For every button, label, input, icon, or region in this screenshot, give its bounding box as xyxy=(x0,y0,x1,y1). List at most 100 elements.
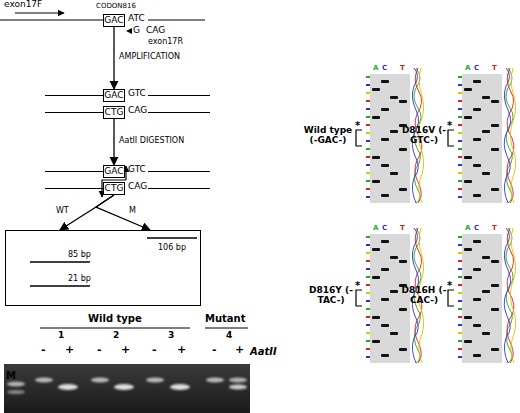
dna-strand xyxy=(45,188,103,189)
dna-strand xyxy=(148,171,210,172)
gel-photo xyxy=(229,384,247,389)
digest-sign: + xyxy=(177,344,186,356)
gel-photo xyxy=(206,377,224,382)
fragment-size: 85 bp xyxy=(68,250,91,259)
dna-strand xyxy=(45,112,103,113)
reverse-primer-head xyxy=(126,28,132,34)
base-lane-letter: C xyxy=(382,65,387,73)
base-lane-letter: T xyxy=(492,65,497,73)
digest-sign: + xyxy=(65,344,74,356)
primer-name: exon17R xyxy=(148,38,183,47)
process-arrow xyxy=(113,119,114,165)
base-lane-letter: A xyxy=(465,225,470,233)
fragment-band xyxy=(30,261,90,263)
mutation-asterisk: * xyxy=(355,280,360,291)
digest-sign: + xyxy=(121,344,130,356)
enzyme-name: AatII xyxy=(250,346,277,357)
digest-sign: - xyxy=(152,344,157,356)
primer-arrow xyxy=(15,12,64,13)
gel-photo xyxy=(7,390,25,394)
base-lane-letter: A xyxy=(373,225,378,233)
gel-photo xyxy=(229,378,247,383)
codon-bracket xyxy=(356,130,454,306)
step-label: AatII DIGESTION xyxy=(119,137,184,145)
base-lane-letter: T xyxy=(492,225,497,233)
codon-text: GAC xyxy=(104,167,123,176)
reverse-primer-head xyxy=(126,28,132,34)
lane-number: 1 xyxy=(58,331,64,341)
codon-box: GAC xyxy=(103,14,125,27)
primer-arrow xyxy=(15,13,64,14)
digest-sign: - xyxy=(41,344,46,356)
fragment-band xyxy=(30,285,90,287)
codon-text: CTG xyxy=(105,108,124,117)
marker-lane-label: M xyxy=(6,370,16,381)
fragment-result-box: 106 bp85 bp21 bp xyxy=(5,230,201,306)
lane-number: 2 xyxy=(113,331,119,341)
codon-bracket xyxy=(448,290,454,306)
fragment-band xyxy=(147,237,197,239)
dna-strand xyxy=(0,20,210,189)
dna-strand xyxy=(148,20,205,21)
sequencing-ladder xyxy=(458,68,516,203)
lane-group-line xyxy=(205,328,248,329)
gel-photo xyxy=(146,377,164,382)
sequence-text: GTC xyxy=(128,89,146,99)
gel-photo xyxy=(35,377,53,382)
lane-group-line xyxy=(40,328,248,329)
sequence-text: ATC xyxy=(128,14,145,24)
dna-strand xyxy=(148,112,210,113)
dna-strand xyxy=(148,188,210,189)
codon-bracket xyxy=(356,290,362,306)
genotype-label: D816H (-CAC-) xyxy=(401,286,447,306)
gel-photo xyxy=(7,382,25,387)
digest-sign: - xyxy=(97,344,102,356)
dna-strand xyxy=(45,95,103,96)
gel-photo xyxy=(7,377,247,394)
fragment-band xyxy=(30,238,197,286)
group-label: Mutant xyxy=(205,313,246,324)
codon-box: CTG xyxy=(103,106,125,119)
lane-number: 4 xyxy=(226,331,232,341)
step-label: M xyxy=(129,207,136,215)
fragment-size: 21 bp xyxy=(68,274,91,283)
lane-group-line xyxy=(40,328,190,329)
dna-strand xyxy=(45,171,103,172)
sequence-text: GTC xyxy=(128,165,146,175)
cut-site xyxy=(102,180,126,197)
sequencing-ladder xyxy=(458,228,516,363)
sequence-text: CAG xyxy=(128,182,147,192)
base-lane-letter: T xyxy=(400,225,405,233)
sequencing-ladder xyxy=(366,68,516,363)
codon-box: GAC xyxy=(103,89,125,102)
codon-label: CODON816 xyxy=(96,3,136,11)
mutation-asterisk: * xyxy=(447,280,452,291)
lane-number: 3 xyxy=(168,331,174,341)
base-lane-letter: T xyxy=(400,65,405,73)
codon-box: CTG xyxy=(103,182,125,195)
sequence-text: CAG xyxy=(146,26,165,36)
sequence-text: G xyxy=(133,26,140,36)
gel-photo xyxy=(91,377,109,382)
primer-name: exon17F xyxy=(4,0,42,10)
sequence-text: CAG xyxy=(128,106,147,116)
step-label: WT xyxy=(56,207,69,215)
cut-site xyxy=(102,166,126,197)
base-lane-letter: A xyxy=(373,65,378,73)
dna-strand xyxy=(0,20,103,21)
mutation-asterisk: * xyxy=(447,120,452,131)
process-arrow xyxy=(96,195,150,230)
codon-text: GAC xyxy=(104,91,123,100)
genotype-label: D816Y (-TAC-) xyxy=(308,286,354,306)
base-lane-letter: C xyxy=(474,65,479,73)
genotype-label: D816V (-GTC-) xyxy=(401,126,447,146)
group-label: Wild type xyxy=(88,313,142,324)
digest-sign: + xyxy=(235,344,244,356)
gel-photo xyxy=(4,364,250,413)
dna-strand xyxy=(148,95,210,96)
base-lane-letter: A xyxy=(465,65,470,73)
gel-photo xyxy=(58,384,78,390)
step-label: AMPLIFICATION xyxy=(119,53,180,61)
codon-box: GAC xyxy=(103,165,125,178)
